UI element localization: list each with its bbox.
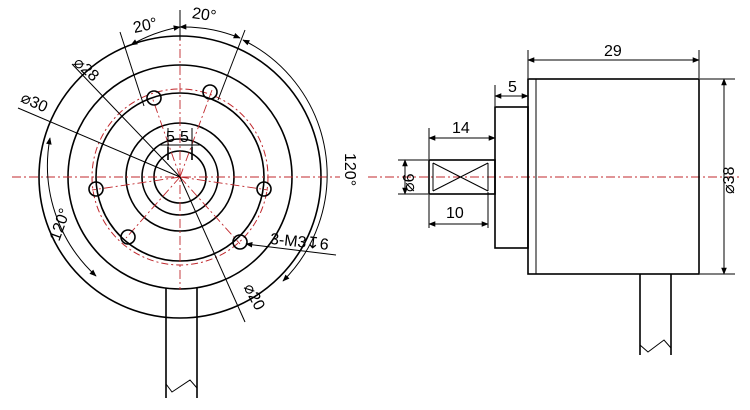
angle-left-label: 120°: [47, 206, 74, 243]
slot-width-label-left: 5: [166, 129, 175, 146]
side-view: 29 5 14 10 ⌀6: [368, 43, 740, 355]
angle-right-label: 120°: [341, 153, 358, 186]
dia-28-label: ⌀28: [70, 54, 102, 85]
side-cable: [639, 274, 672, 355]
dia-30-label: ⌀30: [18, 90, 50, 117]
mounting-hole: [232, 234, 248, 250]
length-5-label: 5: [508, 79, 517, 96]
mounting-hole: [120, 229, 136, 245]
angle-top-left-label: 20°: [132, 15, 159, 37]
mounting-hole: [202, 84, 218, 100]
mounting-hole: [146, 90, 162, 106]
encoder-body: [527, 78, 700, 275]
dim-dia-6: [398, 159, 428, 195]
shaft-dia-6-label: ⌀6: [401, 173, 418, 192]
dia-20-label: ⌀20: [240, 281, 268, 313]
dim-5: [494, 85, 529, 106]
dim-10: [428, 192, 489, 228]
angle-top-right-label: 20°: [191, 5, 217, 25]
encoder-shaft: [428, 159, 496, 195]
thread-callout-label: 3-M3↧6: [269, 231, 329, 254]
length-29-label: 29: [604, 43, 622, 60]
front-angle-dimensions: [46, 10, 328, 282]
length-10-label: 10: [446, 205, 464, 222]
front-diameter-leaders: [17, 63, 337, 323]
length-14-label: 14: [452, 120, 470, 137]
dim-29: [527, 50, 700, 78]
front-cable: [165, 287, 198, 398]
body-dia-38-label: ⌀38: [721, 166, 738, 194]
front-view: 20° 20° ⌀28 ⌀30 5 5 120° 120° 3-M3↧6 ⌀20: [12, 5, 358, 398]
dim-dia-38: [700, 78, 735, 275]
slot-width-label-right: 5: [180, 129, 189, 146]
dim-14: [428, 128, 496, 159]
encoder-flange: [494, 106, 529, 249]
